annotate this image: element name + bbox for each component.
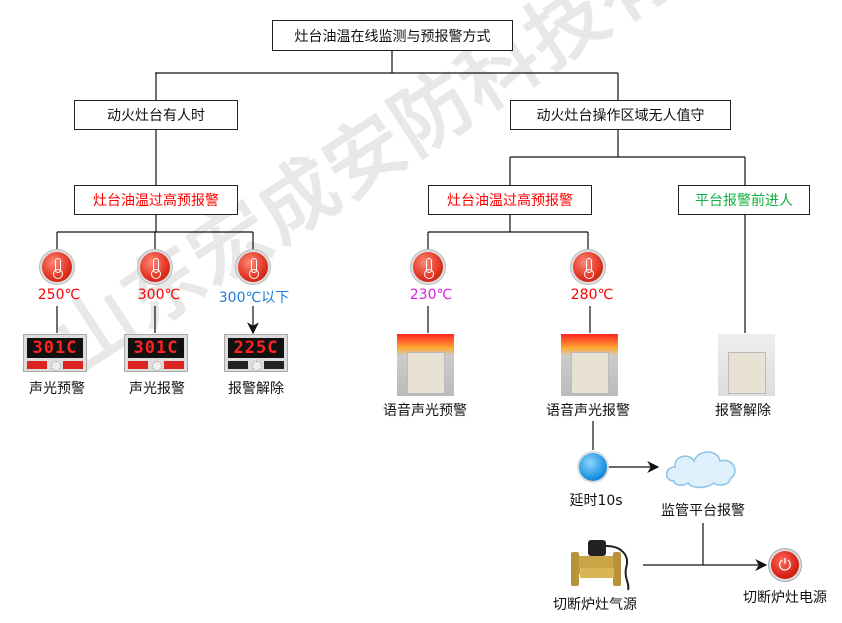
branch-unattended: 动火灶台操作区域无人值守: [510, 100, 731, 130]
power-icon: ⏻: [771, 551, 799, 579]
entry-box: 平台报警前进人: [678, 185, 810, 215]
right-alarm-box: 灶台油温过高预报警: [428, 185, 592, 215]
cut-power-label: 切断炉灶电源: [743, 590, 827, 606]
thermometer-icon: [140, 252, 170, 282]
thermometer-icon: [573, 252, 603, 282]
action-label: 声光报警: [129, 381, 185, 397]
platform-label: 监管平台报警: [661, 503, 745, 519]
title-box: 灶台油温在线监测与预报警方式: [272, 20, 513, 51]
action-label: 报警解除: [228, 381, 284, 397]
action-label: 声光预警: [29, 381, 85, 397]
temp-label: 300℃: [137, 287, 181, 303]
action-label: 语音声光预警: [383, 403, 467, 419]
left-alarm-box: 灶台油温过高预报警: [74, 185, 238, 215]
temp-label: 230℃: [409, 287, 453, 303]
thermometer-icon: [413, 252, 443, 282]
display-readout: 301C: [27, 338, 83, 358]
alarm-device-photo: [718, 334, 775, 396]
thermometer-icon: [42, 252, 72, 282]
temp-label: 280℃: [570, 287, 614, 303]
cloud-icon: [665, 451, 736, 489]
gas-valve-icon: [571, 540, 630, 591]
alarm-device-photo: [397, 334, 454, 396]
temp-label: 300℃以下: [218, 290, 290, 306]
temperature-display: 301C: [124, 334, 188, 372]
temperature-display: 301C: [23, 334, 87, 372]
alarm-device-photo: [561, 334, 618, 396]
action-label: 报警解除: [715, 403, 771, 419]
action-label: 语音声光报警: [546, 403, 630, 419]
temperature-display: 225C: [224, 334, 288, 372]
branch-attended: 动火灶台有人时: [74, 100, 238, 130]
temp-label: 250℃: [37, 287, 81, 303]
display-readout: 301C: [128, 338, 184, 358]
display-readout: 225C: [228, 338, 284, 358]
cut-gas-label: 切断炉灶气源: [553, 597, 637, 613]
thermometer-icon: [238, 252, 268, 282]
delay-label: 延时10s: [569, 493, 623, 509]
clock-icon: [579, 453, 607, 481]
